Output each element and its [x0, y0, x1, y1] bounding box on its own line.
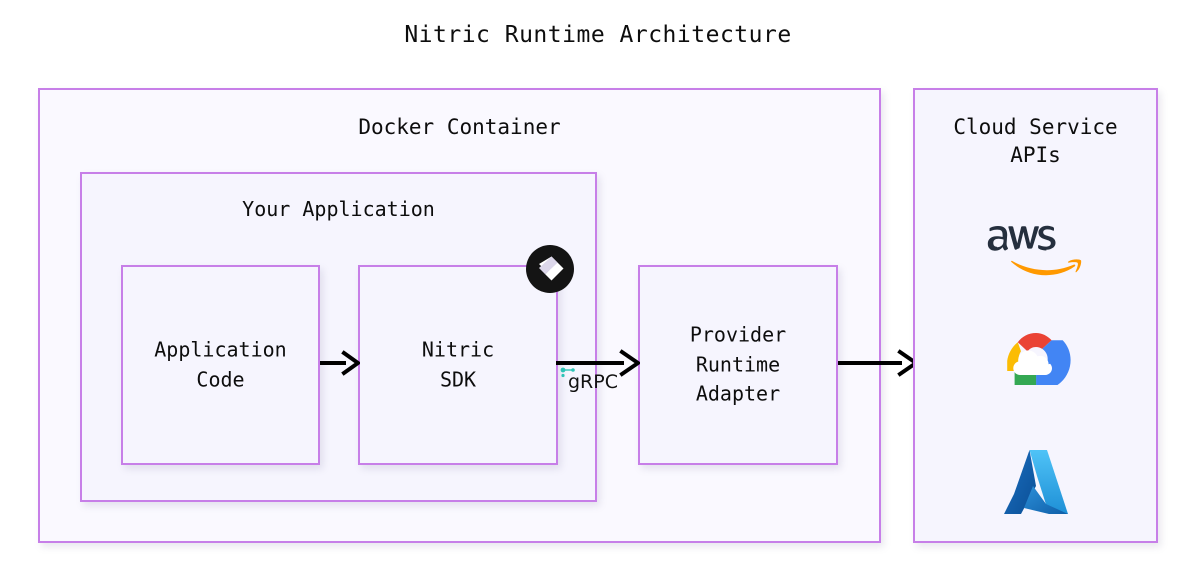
- provider-runtime-adapter-box: Provider Runtime Adapter: [638, 265, 838, 465]
- google-cloud-logo-icon: [1006, 332, 1071, 385]
- cloud-service-apis-label: Cloud Service APIs: [953, 115, 1118, 167]
- nitric-logo-icon: [526, 245, 574, 293]
- azure-logo-slot: [1002, 446, 1070, 518]
- provider-runtime-adapter-label: Provider Runtime Adapter: [689, 322, 787, 406]
- docker-container-label: Docker Container: [358, 115, 561, 139]
- arrow-sdk-to-adapter-icon: [556, 349, 640, 377]
- arrow-code-to-sdk-icon: [320, 350, 360, 376]
- application-code-label: Application Code: [154, 337, 287, 391]
- google-cloud-logo-slot: [995, 329, 1077, 401]
- grpc-icon: [560, 367, 575, 378]
- cloud-logo-list: [915, 200, 1156, 540]
- aws-logo-slot: [986, 222, 1086, 284]
- page-title: Nitric Runtime Architecture: [404, 22, 792, 48]
- nitric-sdk-label: Nitric SDK: [421, 337, 495, 391]
- azure-logo-icon: [1003, 449, 1068, 514]
- arrow-adapter-to-cloud-icon: [838, 349, 918, 377]
- nitric-sdk-box: Nitric SDK: [358, 245, 574, 465]
- aws-logo-icon: [987, 226, 1081, 276]
- your-application-label: Your Application: [242, 197, 435, 221]
- grpc-edge-label: gRPC: [568, 371, 618, 393]
- cloud-service-apis-box: Cloud Service APIs: [913, 88, 1158, 543]
- application-code-box: Application Code: [121, 265, 320, 465]
